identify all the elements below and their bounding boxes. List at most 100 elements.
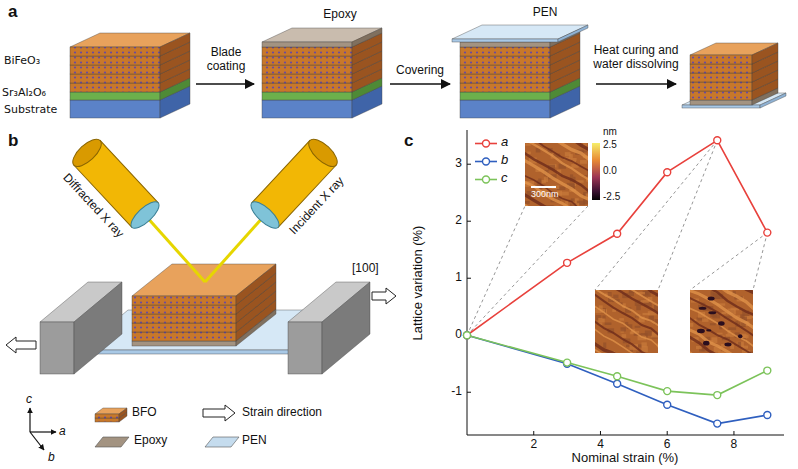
- bfo-sample: [95, 408, 127, 418]
- data-point: [614, 230, 621, 237]
- bfo-layer-front: [132, 332, 236, 341]
- bfo-layer-front: [460, 83, 550, 92]
- afm-terrace: [595, 317, 658, 353]
- bfo-layer-front: [262, 47, 352, 56]
- scale-bar-label: 300nm: [531, 189, 559, 199]
- y-axis: [467, 130, 468, 435]
- data-point: [564, 359, 571, 366]
- afm-defect: [708, 296, 715, 300]
- tick-label: -1: [451, 385, 462, 399]
- tick-label: 2: [530, 438, 537, 452]
- legend-sample: [203, 405, 235, 421]
- afm-terrace: [525, 200, 588, 206]
- bfo-layer-front: [262, 83, 352, 92]
- bfo-layer-front: [70, 56, 160, 65]
- afm-grain: [608, 292, 612, 296]
- bfo-layer-front: [690, 91, 752, 100]
- bfo-layer: [132, 264, 276, 305]
- layer-label: Sr₃Al₂O₆: [2, 87, 46, 100]
- step-label: Blade coating: [194, 46, 258, 74]
- substrate-layer-front: [70, 100, 160, 118]
- legend-sample: [475, 140, 497, 147]
- epoxy-layer-front: [460, 42, 550, 47]
- bfo-layer-front: [690, 55, 752, 64]
- bfo-layer-side: [236, 264, 276, 305]
- afm-grain: [740, 314, 744, 318]
- bfo-layer-front: [690, 73, 752, 82]
- legend-text: BFO: [132, 406, 157, 420]
- tick-label: 8: [731, 438, 738, 452]
- legend-sample: [475, 176, 497, 183]
- y-tick: [467, 164, 471, 165]
- afm-grain: [579, 206, 588, 207]
- y-tick: [467, 278, 471, 279]
- tick-label: 6: [664, 438, 671, 452]
- legend-swatch: [205, 437, 239, 447]
- panel-label: c: [404, 131, 413, 151]
- scale-bar: [531, 186, 556, 188]
- legend-text: c: [501, 171, 508, 186]
- sacrificial-layer-front: [460, 92, 550, 100]
- x-ray-beam: [145, 215, 205, 282]
- afm-grain: [570, 174, 573, 176]
- afm-image: [595, 290, 658, 353]
- sacrificial-layer-front: [70, 92, 160, 100]
- afm-grain: [640, 300, 648, 303]
- x-tick: [533, 431, 534, 435]
- x-ray-beam: [205, 215, 265, 282]
- data-line: [467, 335, 767, 395]
- afm-grain: [613, 295, 618, 299]
- bfo-layer-front: [690, 64, 752, 73]
- legend-samples: [95, 140, 497, 447]
- clamp-front: [288, 322, 322, 374]
- bfo-layer-front: [70, 74, 160, 83]
- afm-defect: [738, 334, 742, 338]
- axis-arrow: [30, 431, 56, 432]
- legend-text: Epoxy: [134, 434, 167, 448]
- afm-image: [690, 290, 753, 353]
- layer-label: Substrate: [4, 104, 57, 117]
- legend-sample: [95, 437, 129, 447]
- epoxy-layer-front: [690, 100, 752, 105]
- afm-grain: [622, 334, 627, 338]
- legend-sample: [205, 437, 239, 447]
- bfo-layer-front: [460, 47, 550, 56]
- pen-sheet-front: [80, 350, 290, 354]
- axis-title: Nominal strain (%): [572, 451, 679, 466]
- clamp: [40, 282, 122, 374]
- afm-defect: [697, 329, 705, 334]
- bfo-layer-front: [132, 296, 236, 305]
- afm-grain: [544, 177, 548, 182]
- data-point: [664, 401, 671, 408]
- legend-marker: [483, 176, 490, 183]
- data-point: [714, 392, 721, 399]
- afm-grain: [696, 346, 702, 349]
- afm-grain: [751, 316, 753, 318]
- axis-letter: a: [59, 425, 66, 439]
- legend-text: Strain direction: [242, 406, 322, 420]
- afm-grain: [525, 201, 530, 204]
- afm-defect: [708, 311, 716, 314]
- bfo-layer-front: [460, 56, 550, 65]
- afm-grain: [587, 171, 588, 177]
- epoxy-layer-front: [132, 341, 236, 346]
- tube-back: [68, 135, 105, 171]
- data-point: [614, 373, 621, 380]
- tube-back: [304, 135, 341, 171]
- afm-defect: [724, 342, 731, 346]
- afm-grain: [721, 312, 726, 314]
- afm-grain: [636, 305, 640, 310]
- strain-arrow: [372, 288, 396, 304]
- data-point: [714, 420, 721, 427]
- bfo-layer-front: [70, 47, 160, 56]
- x-axis: [467, 435, 784, 436]
- panel-c-chart: [464, 105, 785, 435]
- y-tick: [467, 392, 471, 393]
- afm-grain: [638, 344, 642, 347]
- bfo-layer-front: [70, 65, 160, 74]
- afm-grain: [702, 318, 708, 322]
- afm-terrace: [690, 301, 753, 353]
- afm-grain: [619, 318, 624, 321]
- afm-defect: [718, 321, 725, 325]
- afm-grain: [643, 313, 650, 315]
